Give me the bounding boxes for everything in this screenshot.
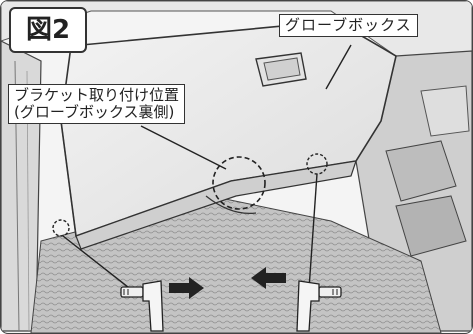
screw-icon	[296, 280, 342, 332]
screw-icon	[120, 280, 164, 332]
bracket-position-label: ブラケット取り付け位置 (グローブボックス裏側)	[8, 84, 186, 124]
bracket-label-line1: ブラケット取り付け位置	[14, 86, 180, 104]
arrow-left-icon	[251, 267, 286, 289]
bracket-marker-left	[52, 219, 70, 237]
bracket-label-line2: (グローブボックス裏側)	[14, 103, 175, 121]
arrow-right-icon	[169, 277, 204, 299]
glovebox-label: グローブボックス	[279, 14, 418, 37]
glovebox-lower-edge	[75, 160, 357, 250]
left-screw-leader	[62, 235, 134, 292]
bracket-leader-line	[140, 125, 227, 170]
figure-number: 図2	[9, 7, 87, 53]
right-screw-leader	[308, 173, 318, 290]
glovebox-leader-line	[325, 44, 352, 90]
bracket-marker-center	[212, 156, 266, 210]
